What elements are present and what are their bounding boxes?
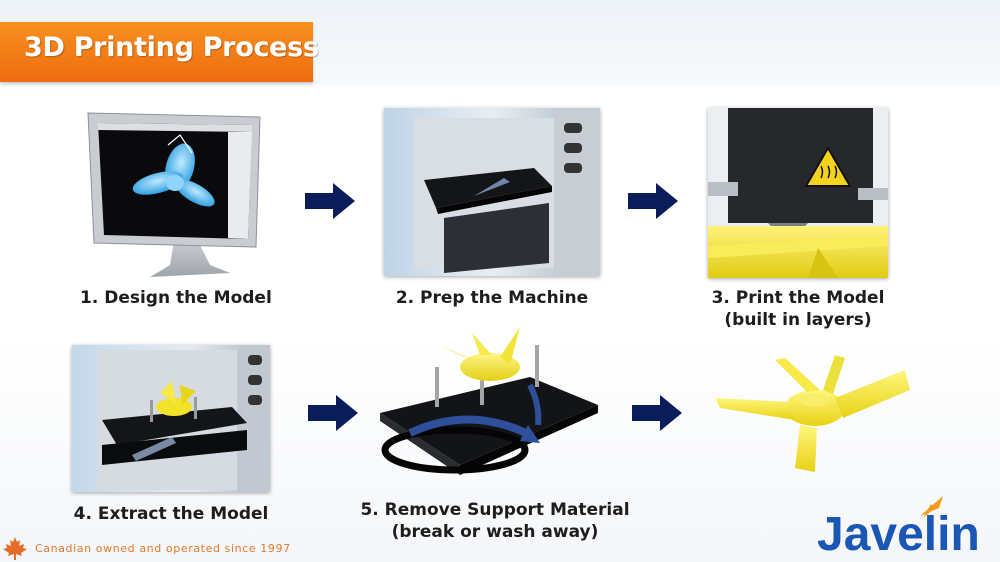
step-5-caption: 5. Remove Support Material (break or was…	[360, 499, 630, 543]
title-banner: 3D Printing Process	[0, 22, 319, 82]
final-model-image	[715, 355, 910, 472]
step-1-caption: 1. Design the Model	[80, 288, 272, 308]
step-3-caption: 3. Print the Model (built in layers)	[698, 287, 898, 331]
arrow-right-icon	[628, 183, 678, 219]
step-4-image	[72, 345, 270, 492]
step-4-caption: 4. Extract the Model	[73, 504, 269, 524]
step-3-image	[708, 108, 888, 278]
javelin-logo: Javelin	[817, 496, 980, 556]
javelin-logo-text: Javelin	[817, 508, 980, 556]
step-5-image	[380, 327, 598, 475]
step-2-image	[384, 108, 600, 276]
arrow-right-icon	[308, 395, 358, 431]
step-2-caption: 2. Prep the Machine	[395, 288, 589, 308]
step-1-image	[87, 112, 261, 277]
step-5-subtitle: (break or wash away)	[391, 522, 599, 542]
arrow-right-icon	[305, 183, 355, 219]
step-3-subtitle: (built in layers)	[724, 310, 872, 330]
page-title: 3D Printing Process	[24, 32, 319, 63]
step-3-title: 3. Print the Model	[711, 288, 885, 308]
footer-tagline: Canadian owned and operated since 1997	[35, 542, 291, 555]
step-5-title: 5. Remove Support Material	[360, 500, 630, 520]
arrow-right-icon	[632, 395, 682, 431]
maple-leaf-icon	[3, 537, 27, 560]
